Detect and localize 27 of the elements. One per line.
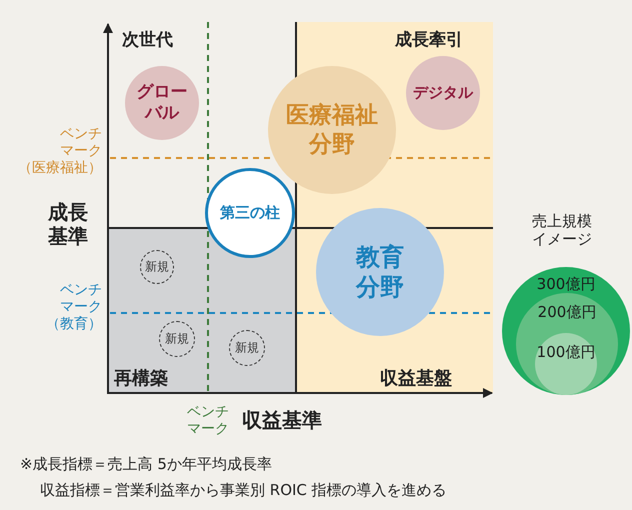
bubble-label: 新規 — [144, 260, 170, 274]
axis-label: 次世代 — [122, 30, 173, 50]
bubble-label: グローバル — [136, 82, 188, 124]
bubble-label: 100億円 — [536, 343, 596, 362]
bubble-label: 教育分野 — [356, 242, 404, 302]
quadrant-label: 収益基盤 — [380, 368, 452, 390]
axis-label: 成長基準 — [48, 200, 89, 248]
bubble — [535, 333, 597, 395]
bubble — [140, 250, 174, 284]
bubble — [229, 330, 265, 366]
bubble-label: 医療福祉分野 — [285, 101, 379, 159]
benchmark-label: ベンチマーク（医療福祉） — [17, 126, 102, 176]
bubble-label: 新規 — [164, 332, 190, 346]
bubble — [159, 321, 195, 357]
footnote: 収益指標＝営業利益率から事業別 ROIC 指標の導入を進める — [40, 481, 447, 499]
quadrant-label: 再構築 — [114, 368, 168, 390]
size-heading: 売上規模イメージ — [531, 212, 593, 248]
footnote: ※成長指標＝売上高 5か年平均成長率 — [20, 455, 272, 473]
benchmark-label: ベンチマーク（教育） — [45, 282, 102, 332]
axis-label: 収益基準 — [242, 408, 322, 432]
benchmark-label: ベンチマーク — [186, 404, 230, 438]
bubble-label: 200億円 — [536, 303, 598, 322]
bubble-label: デジタル — [412, 84, 474, 102]
bubble-label: 300億円 — [536, 275, 596, 294]
bubble-label: 新規 — [234, 340, 260, 356]
bubble-label: 第三の柱 — [219, 204, 281, 222]
quadrant-label: 成長牽引 — [395, 30, 463, 50]
